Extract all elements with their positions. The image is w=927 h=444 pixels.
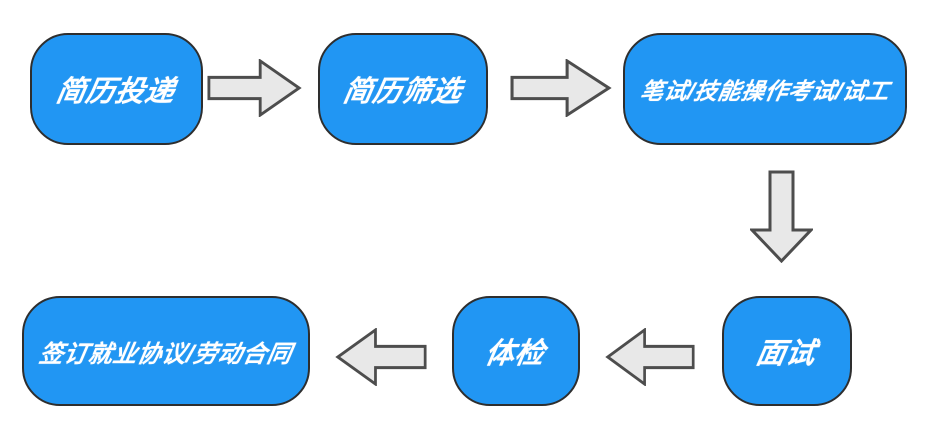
flow-node-resume-submission: 简历投递: [30, 33, 203, 145]
right-arrow-icon: [207, 59, 302, 117]
left-arrow-icon: [605, 328, 695, 386]
node-label: 面试: [754, 338, 819, 370]
left-arrow-icon: [335, 328, 427, 386]
down-arrow-icon: [750, 170, 813, 263]
node-label: 简历投递: [54, 76, 178, 108]
node-label: 笔试/技能操作考试/试工: [637, 78, 892, 104]
node-label: 简历筛选: [340, 76, 465, 108]
flow-node-written-skill-test: 笔试/技能操作考试/试工: [623, 33, 907, 145]
flow-node-physical-exam: 体检: [452, 296, 580, 406]
flow-node-resume-screening: 简历筛选: [318, 33, 488, 145]
flow-node-interview: 面试: [722, 296, 852, 406]
right-arrow-icon: [510, 59, 612, 117]
node-label: 体检: [483, 338, 548, 370]
node-label: 签订就业协议/劳动合同: [36, 340, 294, 368]
flow-node-sign-contract: 签订就业协议/劳动合同: [22, 296, 310, 406]
